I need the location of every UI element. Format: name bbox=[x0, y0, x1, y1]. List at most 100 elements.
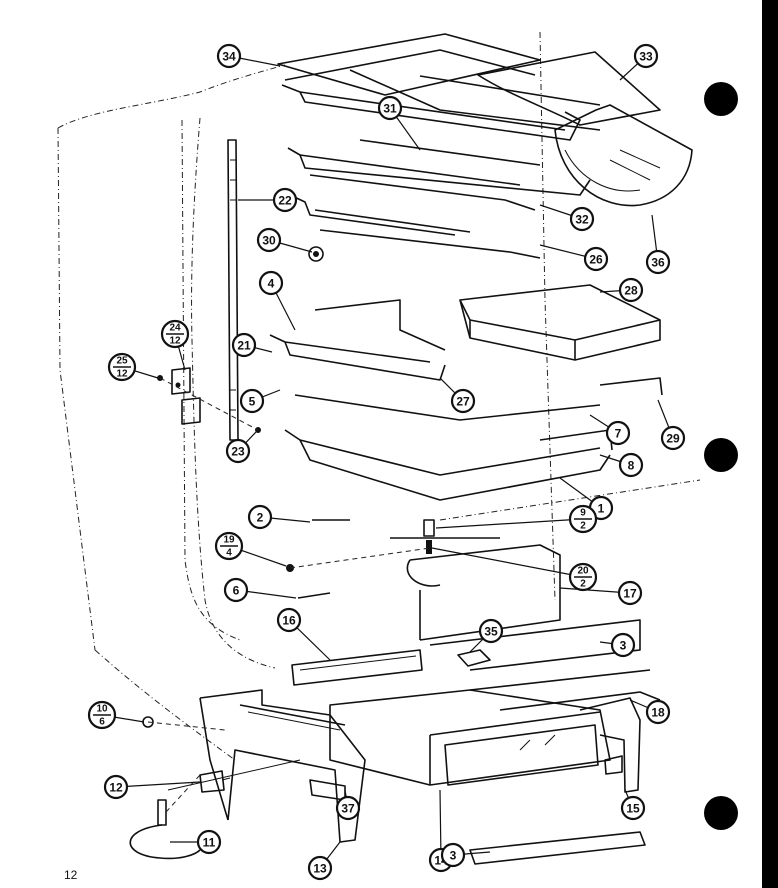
assembly-lines bbox=[147, 377, 431, 813]
slide-frame-15 bbox=[579, 697, 641, 793]
callout-35: 35 bbox=[469, 618, 504, 653]
binder-hole-bottom bbox=[704, 796, 738, 830]
callout-6: 6 bbox=[223, 577, 297, 603]
parts-11-12 bbox=[129, 759, 301, 860]
rail-29 bbox=[599, 377, 663, 396]
callout-number: 17 bbox=[623, 587, 637, 601]
callout-19-4: 194 bbox=[214, 531, 287, 567]
callout-8: 8 bbox=[599, 452, 644, 478]
callout-number: 32 bbox=[575, 213, 589, 227]
callout-4: 4 bbox=[258, 270, 296, 331]
callout-number: 36 bbox=[651, 256, 665, 270]
callout-number: 35 bbox=[484, 625, 498, 639]
callout-number: 18 bbox=[651, 706, 665, 720]
callout-20-2-leader bbox=[431, 547, 584, 578]
shelf-1-8 bbox=[284, 429, 613, 501]
shelf-27 bbox=[269, 299, 601, 421]
crisper-cover-36 bbox=[554, 104, 693, 207]
callout-13: 13 bbox=[307, 841, 341, 881]
page-number: 12 bbox=[64, 868, 78, 882]
callout-number: 15 bbox=[626, 802, 640, 816]
callout-number: 11 bbox=[203, 836, 216, 850]
bracket-24-25 bbox=[157, 367, 201, 425]
callout-18: 18 bbox=[629, 699, 671, 725]
callout-36: 36 bbox=[645, 214, 671, 275]
callout-number: 2 bbox=[257, 511, 264, 525]
callout-37: 37 bbox=[335, 789, 361, 821]
callout-26: 26 bbox=[539, 244, 609, 272]
callout-denominator: 12 bbox=[169, 336, 181, 347]
top-shelf-frame bbox=[277, 33, 601, 141]
shelf-31-32 bbox=[287, 139, 591, 211]
callout-30: 30 bbox=[256, 227, 313, 253]
callout-number: 7 bbox=[615, 427, 622, 441]
binder-hole-middle bbox=[704, 438, 738, 472]
callout-denominator: 2 bbox=[580, 521, 586, 532]
callout-number: 8 bbox=[628, 459, 635, 473]
callout-34: 34 bbox=[216, 43, 281, 69]
callout-28: 28 bbox=[599, 277, 644, 303]
callout-12-leader bbox=[115, 781, 201, 788]
callout-9-2: 92 bbox=[435, 504, 598, 534]
pan-2-17 bbox=[312, 519, 561, 641]
callout-20-2: 202 bbox=[431, 547, 598, 592]
callout-number: 16 bbox=[282, 614, 296, 628]
callout-16: 16 bbox=[276, 607, 331, 661]
callout-32: 32 bbox=[539, 204, 595, 232]
callout-number: 12 bbox=[109, 781, 123, 795]
callout-3b: 3 bbox=[440, 842, 491, 868]
callout-numerator: 20 bbox=[577, 566, 589, 577]
callout-33: 33 bbox=[619, 43, 659, 81]
callout-17: 17 bbox=[559, 580, 643, 606]
callout-denominator: 6 bbox=[99, 717, 105, 728]
callout-number: 4 bbox=[268, 277, 275, 291]
callout-number: 31 bbox=[383, 102, 397, 116]
callout-5: 5 bbox=[239, 388, 281, 414]
callout-numerator: 24 bbox=[169, 323, 181, 334]
callout-number: 23 bbox=[231, 445, 245, 459]
callout-number: 30 bbox=[262, 234, 276, 248]
callout-number: 26 bbox=[589, 253, 603, 267]
slide-frame-13-37 bbox=[199, 689, 366, 843]
callout-number: 1 bbox=[598, 502, 605, 516]
callout-number: 33 bbox=[639, 50, 653, 64]
callout-31: 31 bbox=[377, 95, 421, 151]
callout-15: 15 bbox=[620, 789, 646, 821]
cabinet-liner-outline bbox=[57, 31, 701, 761]
callout-27: 27 bbox=[439, 377, 476, 414]
callout-numerator: 19 bbox=[223, 535, 235, 546]
drawer-bin-14 bbox=[329, 689, 611, 786]
binding-edge-bar bbox=[762, 0, 778, 888]
callout-number: 27 bbox=[456, 395, 470, 409]
callout-23: 23 bbox=[225, 431, 257, 464]
callout-7: 7 bbox=[589, 414, 631, 446]
callout-numerator: 25 bbox=[116, 356, 128, 367]
callout-number: 21 bbox=[237, 339, 251, 353]
shelf-26 bbox=[289, 194, 541, 259]
callout-numerator: 10 bbox=[96, 704, 108, 715]
callout-number: 22 bbox=[278, 194, 292, 208]
callout-3a: 3 bbox=[599, 632, 636, 658]
binder-hole-top bbox=[704, 82, 738, 116]
callout-number: 29 bbox=[666, 432, 680, 446]
callout-21: 21 bbox=[231, 332, 273, 358]
callout-denominator: 12 bbox=[116, 369, 128, 380]
callout-denominator: 4 bbox=[226, 548, 232, 559]
callout-10-6: 106 bbox=[87, 700, 145, 730]
callout-number: 13 bbox=[313, 862, 327, 876]
crisper-assembly bbox=[291, 592, 661, 711]
callout-number: 3 bbox=[450, 849, 457, 863]
callout-number: 34 bbox=[222, 50, 236, 64]
callout-number: 3 bbox=[620, 639, 627, 653]
callout-11: 11 bbox=[170, 829, 222, 855]
callout-12: 12 bbox=[103, 774, 201, 800]
callout-29: 29 bbox=[657, 399, 686, 451]
callout-22: 22 bbox=[238, 187, 298, 213]
drawer-28 bbox=[459, 284, 661, 361]
callout-denominator: 2 bbox=[580, 579, 586, 590]
mullion-strip-22 bbox=[227, 139, 239, 441]
callout-9-2-leader bbox=[435, 518, 584, 529]
callout-number: 28 bbox=[624, 284, 638, 298]
